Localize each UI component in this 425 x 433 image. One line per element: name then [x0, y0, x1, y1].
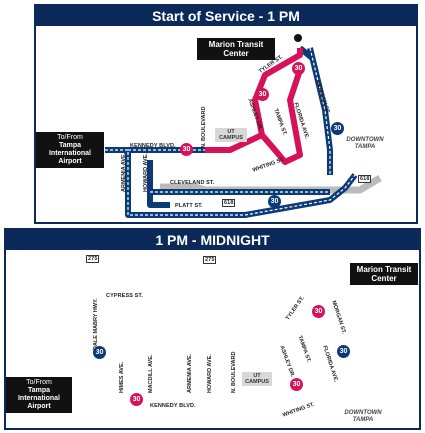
- airport-name: Tampa International Airport: [48, 142, 91, 165]
- route-30-badge: 30: [331, 122, 344, 135]
- street-label: HIMES AVE.: [119, 361, 125, 393]
- route-30-badge: 30: [256, 88, 269, 101]
- route-30-inbound-line: [205, 48, 303, 165]
- street-label: ARMENIA AVE.: [121, 152, 127, 192]
- highway-shield: 618: [358, 175, 372, 183]
- route-30-badge: 30: [312, 305, 325, 318]
- street-label: N. BOULEVARD: [231, 351, 237, 393]
- street-label: CYPRESS ST.: [106, 293, 143, 299]
- airport-name: Tampa International Airport: [17, 387, 60, 410]
- route-30-badge: 30: [268, 195, 281, 208]
- street-label: N. BOULEVARD: [201, 106, 207, 148]
- street-label: KENNEDY BLVD.: [130, 143, 176, 149]
- street-label: ARMENIA AVE.: [187, 353, 193, 393]
- street-label: DALE MABRY HWY.: [93, 298, 99, 350]
- highway-shield: 275: [203, 256, 217, 264]
- street-label: CLEVELAND ST.: [170, 180, 215, 186]
- downtown-label: DOWNTOWN TAMPA: [344, 410, 382, 423]
- route-30-badge: 30: [130, 393, 143, 406]
- route-30-badge: 30: [180, 143, 193, 156]
- downtown-label: DOWNTOWN TAMPA: [346, 137, 384, 150]
- route-30-badge: 30: [290, 378, 303, 391]
- ut-campus-label: UT CAMPUS: [242, 372, 272, 386]
- marion-transit-center-callout: Marion Transit Center: [350, 263, 418, 285]
- transit-center-marker: [294, 34, 302, 42]
- street-label: MACDILL AVE.: [148, 354, 154, 393]
- route-30-badge: 30: [337, 345, 350, 358]
- ut-campus-label: UT CAMPUS: [215, 128, 247, 142]
- route-30-badge: 30: [292, 62, 305, 75]
- street-label: HOWARD AVE.: [143, 153, 149, 192]
- street-label: PLATT ST.: [175, 203, 203, 209]
- street-label: KENNEDY BLVD.: [150, 403, 196, 409]
- highway-shield: 618: [222, 199, 236, 207]
- panel-title: 1 PM - MIDNIGHT: [6, 230, 419, 250]
- highway-shield: 275: [86, 255, 100, 263]
- panel-title: Start of Service - 1 PM: [36, 6, 416, 26]
- street-label: HOWARD AVE.: [207, 354, 213, 393]
- airport-to-from: To/From: [26, 379, 52, 386]
- airport-to-from: To/From: [57, 134, 83, 141]
- airport-callout: To/From Tampa International Airport: [6, 377, 72, 413]
- airport-callout: To/From Tampa International Airport: [36, 132, 104, 168]
- route-30-badge: 30: [93, 346, 106, 359]
- marion-transit-center-callout: Marion Transit Center: [197, 38, 275, 60]
